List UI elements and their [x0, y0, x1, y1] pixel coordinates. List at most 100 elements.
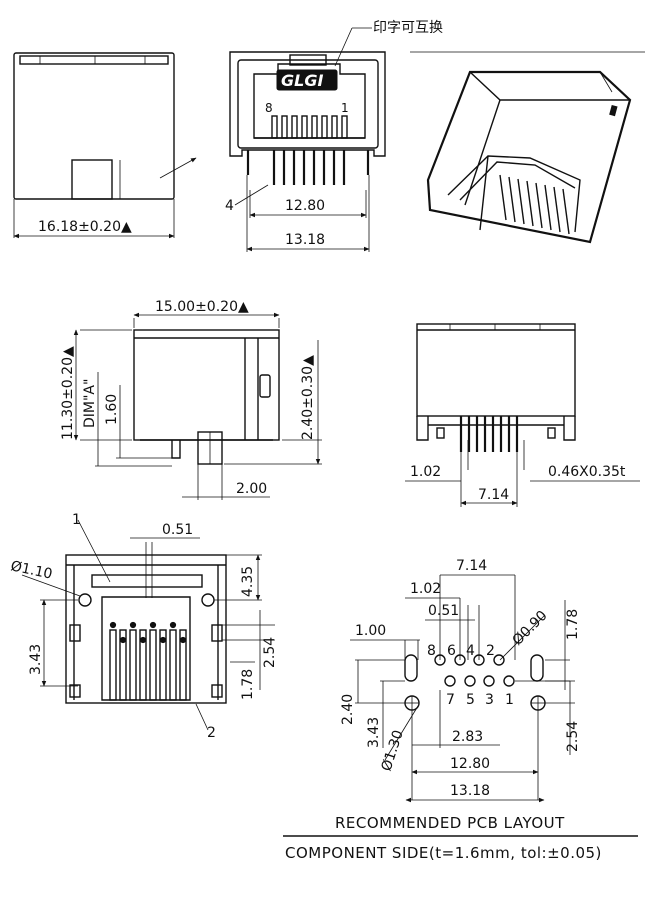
front-contact	[341, 115, 348, 139]
rear-pin-size: 0.46X0.35t	[548, 464, 626, 480]
pcb-pad-bottom	[464, 675, 476, 687]
pcb-dim-102: 1.02	[410, 581, 441, 597]
front-view: GLGI 8 1 印字可互换 4 12.80 13.18	[225, 19, 645, 252]
pcb-dim-100: 1.00	[355, 623, 386, 639]
glgi-logo	[276, 69, 338, 91]
rear-dim-714: 7.14	[478, 487, 509, 503]
top-view: 16.18±0.20▲	[13, 52, 197, 239]
pcb-dim-343: 3.43	[366, 717, 382, 748]
front-callout-4: 4	[225, 198, 234, 214]
side-dim-240: 2.40±0.30▲	[300, 355, 316, 440]
iso-contact	[562, 188, 570, 235]
iso-contact	[526, 180, 534, 227]
bottom-dim-178: 1.78	[240, 669, 256, 700]
iso-contacts	[499, 174, 570, 235]
front-dim-1318: 13.18	[285, 232, 325, 248]
pcb-pad-top	[473, 654, 485, 666]
isometric-view	[426, 70, 632, 244]
pcb-dim-714: 7.14	[456, 558, 487, 574]
bottom-pins	[109, 621, 187, 701]
bottom-pin	[119, 629, 127, 701]
bottom-callout-2: 2	[207, 725, 216, 741]
bottom-pin	[159, 629, 167, 701]
pcb-dim-240: 2.40	[340, 694, 356, 725]
bottom-pin-dot	[179, 636, 187, 644]
pcb-pad-bottom	[444, 675, 456, 687]
bottom-pin	[129, 629, 137, 701]
bottom-pin-dot	[139, 636, 147, 644]
rear-pins	[436, 416, 556, 452]
bottom-dim-343: 3.43	[28, 644, 44, 675]
component-side-note: COMPONENT SIDE(t=1.6mm, tol:±0.05)	[285, 844, 602, 862]
rear-post-left	[436, 427, 445, 439]
pcb-pin-label-bottom: 1	[505, 692, 514, 708]
front-pin-1: 1	[341, 101, 349, 115]
pcb-dim-090: Ø0.90	[510, 608, 551, 649]
pcb-pin-label-top: 6	[447, 643, 456, 659]
layout-title: RECOMMENDED PCB LAYOUT	[335, 814, 565, 832]
bottom-callout-1: 1	[72, 512, 81, 528]
bottom-pin-dot	[129, 621, 137, 629]
iso-contact	[553, 186, 561, 233]
bottom-pin	[149, 629, 157, 701]
bottom-pin-dot	[119, 636, 127, 644]
bottom-pin	[179, 629, 187, 701]
pcb-pad-top	[454, 654, 466, 666]
pcb-pin-label-bottom: 5	[466, 692, 475, 708]
iso-contact	[499, 174, 507, 221]
bottom-pin-dot	[169, 621, 177, 629]
side-dim-a: DIM"A"	[82, 379, 98, 428]
front-pin-8: 8	[265, 101, 273, 115]
bottom-pin	[109, 629, 117, 701]
front-dim-1280: 12.80	[285, 198, 325, 214]
front-contact	[321, 115, 328, 139]
front-contact	[271, 115, 278, 139]
side-dim-160: 1.60	[104, 394, 120, 425]
bottom-pin-dot	[149, 621, 157, 629]
front-contact	[311, 115, 318, 139]
bottom-dim-051: 0.51	[162, 522, 193, 538]
side-dim-200: 2.00	[236, 481, 267, 497]
iso-contact	[544, 184, 552, 231]
iso-contact	[535, 182, 543, 229]
bottom-pin	[169, 629, 177, 701]
pcb-pad-top	[434, 654, 446, 666]
bottom-dim-110: Ø1.10	[9, 558, 54, 582]
rear-post-right	[547, 427, 556, 439]
pcb-dim-283: 2.83	[452, 729, 483, 745]
pcb-pin-label-bottom: 7	[446, 692, 455, 708]
iso-contact	[517, 178, 525, 225]
pcb-dim-178: 1.78	[565, 609, 581, 640]
logo-text: GLGI	[281, 71, 323, 90]
front-pins	[246, 150, 370, 185]
front-contact	[301, 115, 308, 139]
iso-contact	[508, 176, 516, 223]
pcb-pad-top	[493, 654, 505, 666]
side-height-dim: 11.30±0.20▲	[60, 346, 76, 440]
pcb-dim-051: 0.51	[428, 603, 459, 619]
bottom-dim-435: 4.35	[240, 566, 256, 597]
notes: RECOMMENDED PCB LAYOUT COMPONENT SIDE(t=…	[283, 814, 638, 862]
pcb-pin-label-top: 8	[427, 643, 436, 659]
side-view: 15.00±0.20▲ 11.30±0.20▲ DIM"A" 1.60 2.40…	[60, 299, 322, 500]
rear-dim-102: 1.02	[410, 464, 441, 480]
pcb-pad-bottom	[483, 675, 495, 687]
front-contact	[281, 115, 288, 139]
top-width-dim: 16.18±0.20▲	[38, 219, 132, 235]
side-length-dim: 15.00±0.20▲	[155, 299, 249, 315]
front-contacts	[271, 115, 348, 139]
front-contact	[291, 115, 298, 139]
annotation-cn: 印字可互换	[373, 19, 443, 36]
front-contact	[331, 115, 338, 139]
pcb-pad-bottom	[503, 675, 515, 687]
bottom-pin-dot	[109, 621, 117, 629]
rear-view: 1.02 7.14 0.46X0.35t	[405, 323, 640, 507]
bottom-pin-dot	[159, 636, 167, 644]
pcb-dim-1318: 13.18	[450, 783, 490, 799]
pcb-pin-label-bottom: 3	[485, 692, 494, 708]
pcb-pin-label-top: 2	[486, 643, 495, 659]
